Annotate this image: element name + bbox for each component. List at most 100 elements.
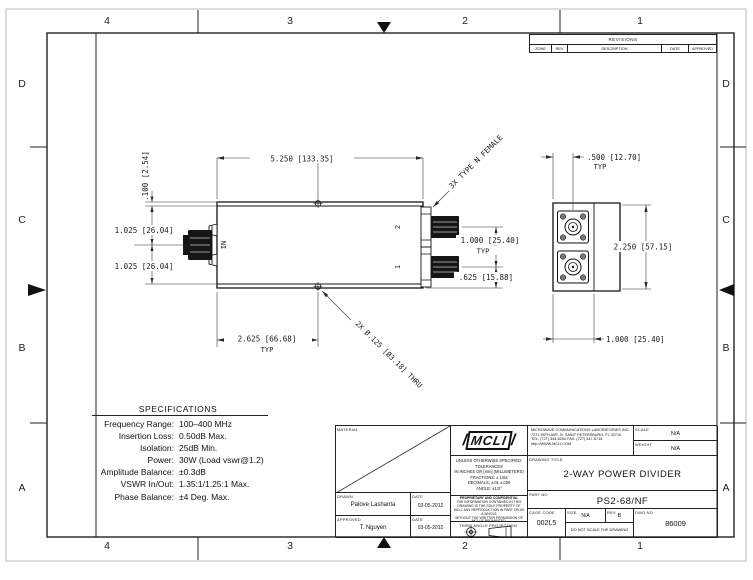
scale-cell: SCALE N/A bbox=[634, 426, 718, 441]
drawn-name: Palove Lashanta bbox=[350, 502, 396, 508]
side-dimensions bbox=[541, 153, 651, 343]
center-arrow-left bbox=[28, 284, 46, 296]
zone-top-1: 1 bbox=[637, 15, 643, 27]
dim-port-pitch: 1.000 [25.40] bbox=[461, 236, 520, 245]
spec-row: Amplitude Balance:±0.3dB bbox=[100, 467, 206, 478]
front-dim-arrows bbox=[150, 156, 498, 342]
cage-code: 002L5 bbox=[536, 520, 557, 527]
zone-left-a: A bbox=[18, 482, 26, 494]
no-scale-note: DO NOT SCALE THE DRAWING bbox=[570, 527, 629, 532]
size-value: N/A bbox=[581, 513, 590, 519]
front-view bbox=[183, 199, 459, 291]
zone-right-c: C bbox=[722, 214, 730, 226]
center-arrow-right bbox=[719, 284, 734, 296]
drawn-date-cell: DATE 03-05-2012 bbox=[411, 493, 451, 516]
dwg-number: 86009 bbox=[665, 519, 686, 528]
output-port-2 bbox=[420, 206, 459, 248]
spec-row: VSWR In/Out:1.35:1/1.25:1 Max. bbox=[120, 479, 250, 490]
spec-row: Insertion Loss:0.50dB Max. bbox=[118, 431, 227, 442]
approved-date-cell: DATE 03-05-2012 bbox=[411, 516, 451, 538]
zone-right-d: D bbox=[722, 78, 730, 90]
projection-label: THIRD ANGLE PROJECTION bbox=[459, 523, 517, 528]
tolerance-cell: UNLESS OTHERWISE SPECIFIED: TOLERANCES I… bbox=[451, 456, 528, 496]
dim-side-offset-typ: TYP bbox=[594, 163, 607, 171]
drawn-date: 03-05-2012 bbox=[417, 503, 444, 509]
note-connectors: 3X TYPE N FEMALE bbox=[447, 133, 505, 191]
port2-label: 2 bbox=[394, 225, 402, 229]
specifications-block: SPECIFICATIONS Frequency Range:100–400 M… bbox=[78, 404, 308, 503]
approved-name: T. Nguyen bbox=[359, 525, 387, 531]
zone-bottom-2: 2 bbox=[462, 540, 468, 552]
rev-col-description: DESCRIPTION bbox=[568, 45, 662, 53]
material-cell: MATERIAL bbox=[336, 426, 451, 493]
approved-cell: APPROVED T. Nguyen bbox=[336, 516, 411, 538]
side-dim-arrows bbox=[546, 155, 648, 341]
zone-right-a: A bbox=[722, 482, 730, 494]
zone-left-d: D bbox=[18, 78, 26, 90]
part-no-cell: PART NO PS2-68/NF bbox=[528, 491, 718, 509]
dim-lid: .100 [2.54] bbox=[141, 151, 150, 201]
zone-right-b: B bbox=[722, 342, 730, 354]
center-arrow-bottom bbox=[377, 537, 391, 548]
scale-value: N/A bbox=[670, 431, 681, 437]
rev-col-zone: ZONE bbox=[530, 45, 552, 53]
zone-bottom-4: 4 bbox=[104, 540, 110, 552]
spec-row: Isolation:25dB Min. bbox=[139, 443, 218, 454]
center-arrow-top bbox=[377, 22, 391, 33]
zone-bottom-1: 1 bbox=[637, 540, 643, 552]
zone-ticks bbox=[30, 10, 746, 560]
material-na-slash bbox=[336, 426, 450, 492]
title-block: MATERIAL DRAWN Palove Lashanta DATE 03-0… bbox=[335, 425, 718, 538]
dim-holes: 2.625 [66.68] bbox=[238, 335, 297, 344]
no-scale-cell: DO NOT SCALE THE DRAWING bbox=[566, 523, 634, 538]
part-number: PS2-68/NF bbox=[596, 496, 649, 507]
dim-port-pitch-typ: TYP bbox=[477, 248, 490, 256]
flange-port-1 bbox=[557, 250, 589, 284]
drawing-title: 2-WAY POWER DIVIDER bbox=[563, 469, 682, 480]
dim-lower: 1.025 [26.04] bbox=[115, 262, 174, 271]
size-cell: SIZE N/A bbox=[566, 509, 606, 523]
specifications-title: SPECIFICATIONS bbox=[138, 404, 218, 414]
spec-row: Frequency Range:100–400 MHz bbox=[104, 419, 232, 429]
input-label: IN bbox=[220, 241, 228, 249]
zone-left-c: C bbox=[18, 214, 26, 226]
cage-code-cell: CAGE CODE 002L5 bbox=[528, 509, 566, 538]
rev-cell: REV B bbox=[606, 509, 634, 523]
flange-port-2 bbox=[557, 210, 589, 244]
dim-port1: .625 [15.88] bbox=[459, 273, 513, 282]
page-edge bbox=[5, 8, 747, 562]
zone-top-3: 3 bbox=[287, 15, 293, 27]
zone-top-4: 4 bbox=[104, 15, 110, 27]
approved-date: 03-05-2012 bbox=[417, 525, 444, 531]
drawn-cell: DRAWN Palove Lashanta bbox=[336, 493, 411, 516]
spec-row: Power:30W (Load vswr@1.2) bbox=[147, 455, 264, 466]
rev-col-approved: APPROVED bbox=[691, 47, 714, 51]
drawing-title-cell: DRAWING TITLE 2-WAY POWER DIVIDER bbox=[528, 456, 718, 491]
port1-label: 1 bbox=[394, 265, 402, 269]
revision-table: REVISIONS ZONE REV DESCRIPTION DATE APPR… bbox=[529, 34, 717, 53]
output-port-1 bbox=[420, 246, 459, 288]
rev-value: B bbox=[617, 513, 622, 519]
dim-holes-typ: TYP bbox=[261, 346, 274, 354]
third-angle-projection-icon bbox=[464, 525, 512, 537]
dwg-no-cell: DWG NO 86009 bbox=[634, 509, 718, 538]
weight-value: N/A bbox=[670, 446, 681, 452]
mcli-logo: /MCLI/ bbox=[462, 431, 516, 450]
dim-side-height: 2.250 [57.15] bbox=[614, 243, 673, 252]
dim-width: 5.250 [133.35] bbox=[270, 155, 333, 164]
dim-side-offset: .500 [12.70] bbox=[587, 153, 641, 162]
zone-top-2: 2 bbox=[462, 15, 468, 27]
dim-upper: 1.025 [26.04] bbox=[115, 226, 174, 235]
side-view bbox=[552, 202, 621, 292]
proprietary-cell: PROPRIETARY AND CONFIDENTIAL THE INFORMA… bbox=[451, 496, 528, 522]
revision-table-title: REVISIONS bbox=[530, 35, 716, 45]
rev-col-rev: REV bbox=[552, 45, 568, 53]
dim-side-depth: 1.000 [25.40] bbox=[606, 335, 665, 344]
specifications-rule bbox=[92, 415, 268, 416]
material-label: MATERIAL bbox=[337, 427, 359, 432]
logo-cell: /MCLI/ bbox=[451, 426, 528, 456]
company-cell: MICROWAVE COMMUNICATIONS LABORATORIES IN… bbox=[528, 426, 634, 456]
rev-col-date: DATE bbox=[662, 45, 689, 53]
